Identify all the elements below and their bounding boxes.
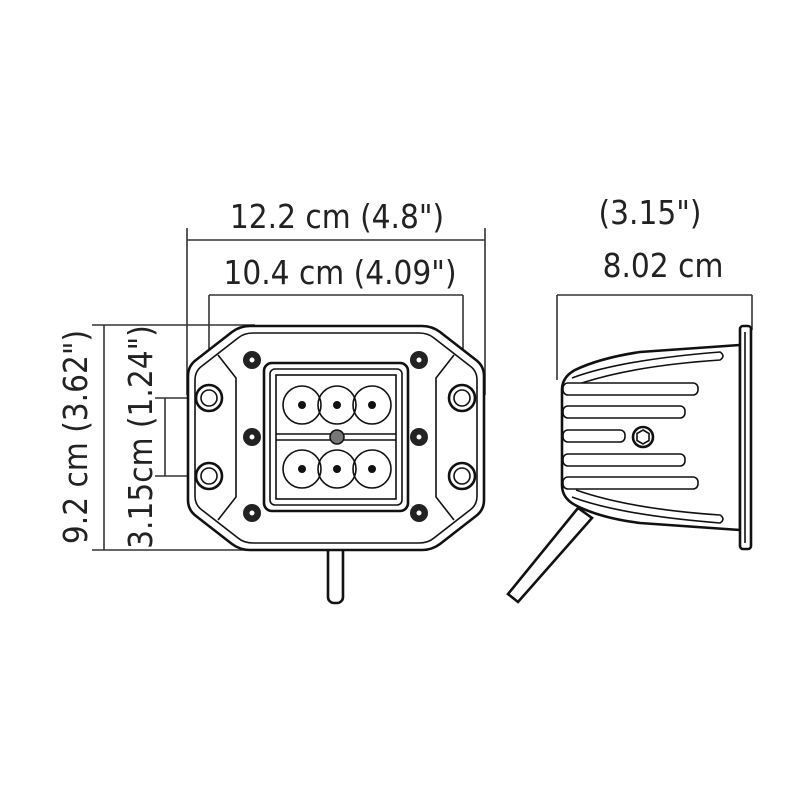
- width-outer-label: 12.2 cm (4.8"): [230, 197, 444, 236]
- depth-cm-label: 8.02 cm: [603, 246, 724, 285]
- led-array: [282, 385, 392, 489]
- side-view-light: [506, 324, 753, 604]
- cable: [326, 543, 345, 605]
- depth-inches-label: (3.15"): [599, 193, 702, 232]
- width-holes-label: 10.4 cm (4.09"): [223, 253, 456, 292]
- height-holes-label: 3.15cm (1.24"): [121, 325, 160, 549]
- mounting-holes: [194, 383, 477, 491]
- front-dimension-lines: [92, 228, 486, 551]
- logo-emblem-icon: [329, 429, 345, 445]
- side-cable: [506, 506, 594, 604]
- front-view-light: [186, 324, 486, 605]
- screws: [243, 351, 428, 522]
- side-dimension-lines: [556, 294, 753, 380]
- height-outer-label: 9.2 cm (3.62"): [56, 330, 95, 544]
